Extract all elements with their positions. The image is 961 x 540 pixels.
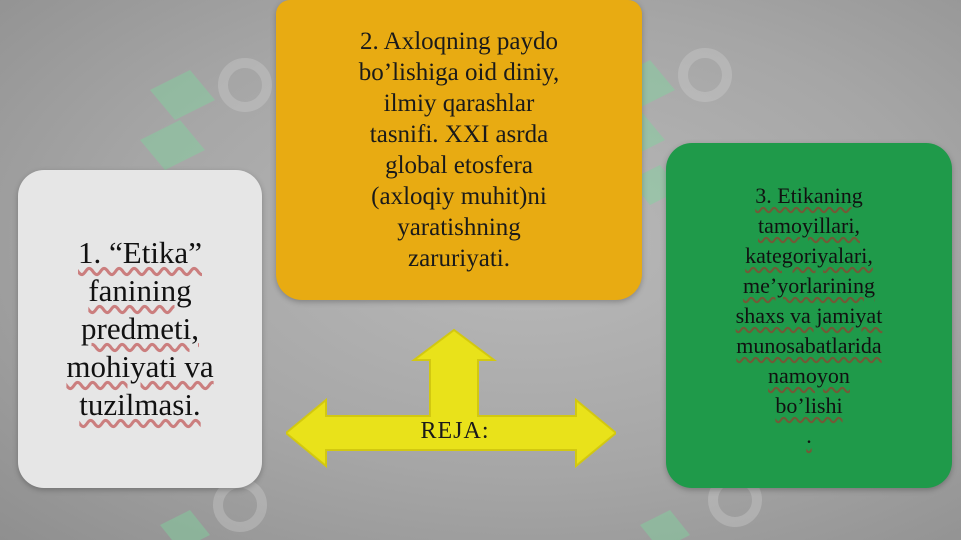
three-way-arrow-shape [286,328,616,469]
three-way-arrow [286,328,616,469]
plan-item-3-text: 3. Etikaning tamoyillari, kategoriyalari… [735,182,883,448]
plan-item-2: 2. Axloqning paydo bo’lishiga oid diniy,… [276,0,642,300]
center-label: REJA: [420,418,490,444]
plan-item-2-text: 2. Axloqning paydo bo’lishiga oid diniy,… [358,28,560,272]
plan-item-1-text: 1. “Etika” fanining predmeti, mohiyati v… [66,235,214,422]
plan-item-1: 1. “Etika” fanining predmeti, mohiyati v… [18,170,262,488]
plan-item-3: 3. Etikaning tamoyillari, kategoriyalari… [666,143,952,488]
